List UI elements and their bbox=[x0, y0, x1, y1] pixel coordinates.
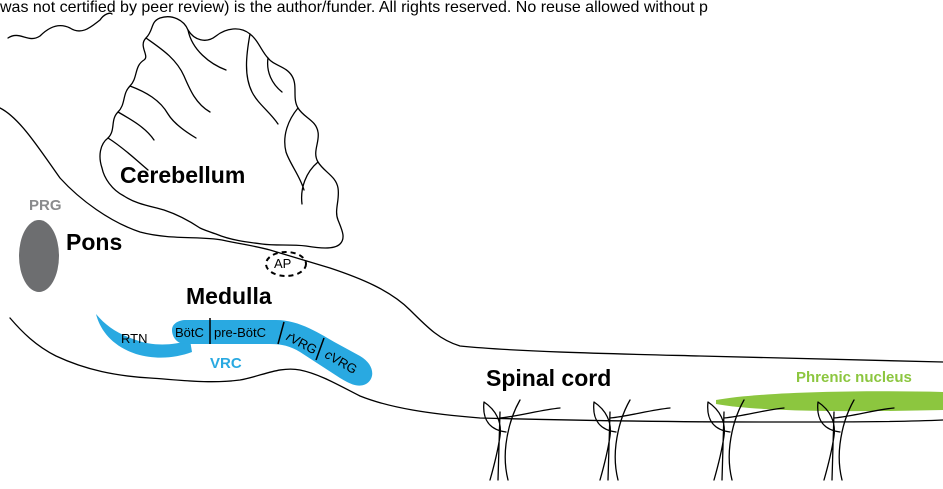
forebrain-outline bbox=[8, 13, 112, 38]
nerve-root-4 bbox=[818, 400, 894, 480]
phrenic-nucleus-region bbox=[716, 391, 943, 411]
rtn-label: RTN bbox=[121, 331, 147, 346]
cerebellum-outline bbox=[100, 17, 343, 248]
cerebellum-label: Cerebellum bbox=[120, 162, 245, 188]
nerve-root-1 bbox=[484, 400, 560, 480]
ap-label: AP bbox=[274, 256, 291, 271]
brainstem-upper-outline bbox=[0, 108, 943, 362]
prg-region bbox=[19, 220, 59, 292]
spinal-cord-label: Spinal cord bbox=[486, 365, 611, 391]
vrc-label: VRC bbox=[210, 355, 242, 372]
nerve-root-2 bbox=[594, 400, 670, 480]
phrenic-nucleus-label: Phrenic nucleus bbox=[796, 369, 912, 386]
pre-botc-label: pre-BötC bbox=[214, 325, 266, 340]
prg-label: PRG bbox=[29, 197, 62, 214]
botc-label: BötC bbox=[175, 325, 204, 340]
nerve-root-3 bbox=[708, 400, 784, 480]
pons-label: Pons bbox=[66, 229, 122, 255]
medulla-label: Medulla bbox=[186, 283, 272, 309]
nerve-roots bbox=[484, 400, 894, 480]
